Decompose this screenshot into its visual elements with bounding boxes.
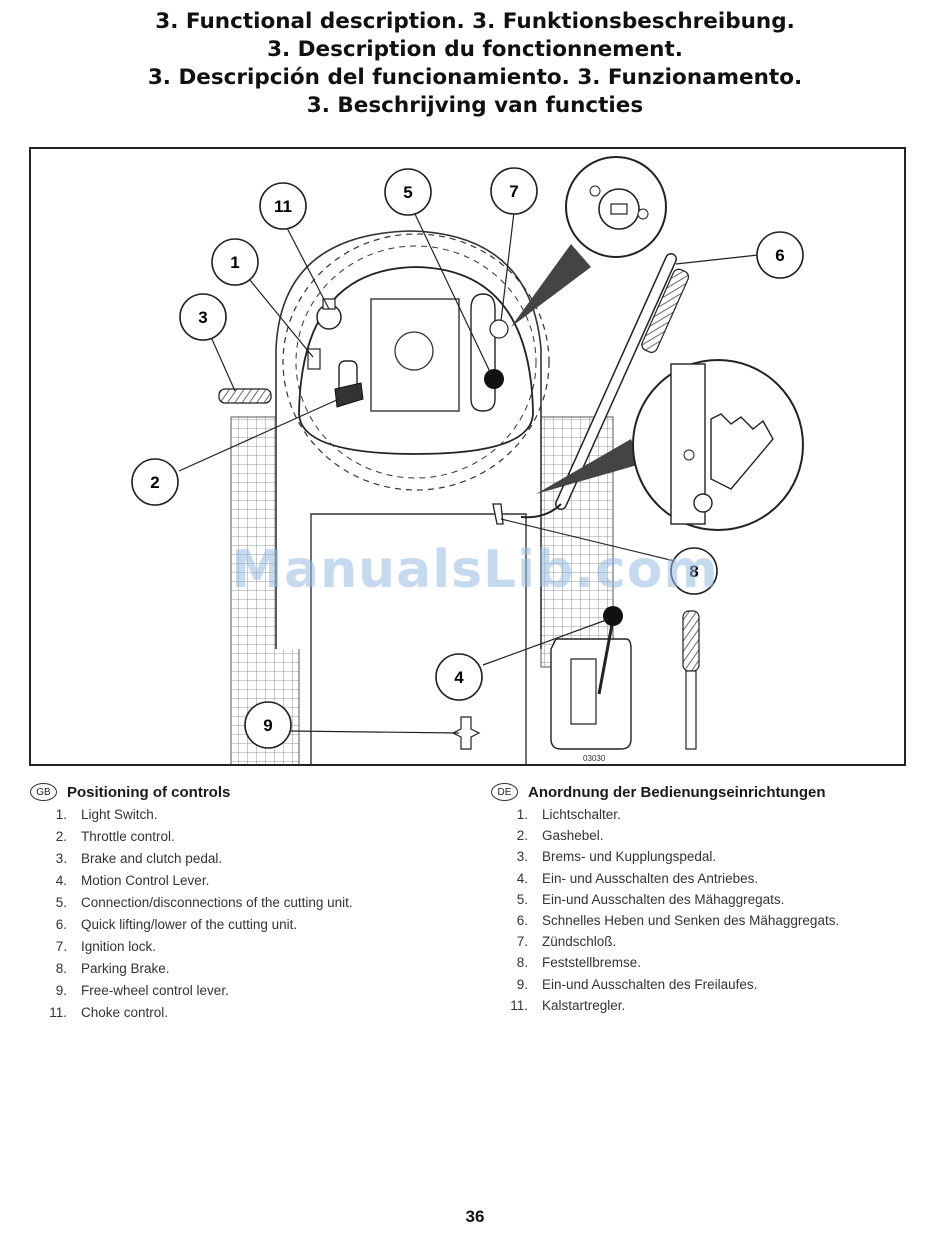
callout-2: 2 (131, 458, 179, 506)
list-item: 2.Gashebel. (516, 828, 604, 844)
section-de-title: Anordnung der Bedienungseinrichtungen (528, 783, 826, 801)
controls-diagram: 03030 11 5 7 1 3 (29, 147, 906, 766)
dashed-circle-inner (295, 245, 537, 479)
list-item: 11.Choke control. (49, 1005, 169, 1020)
choke-knob-stem (322, 298, 336, 310)
list-item: 7.Zündschloß. (516, 934, 617, 950)
list-item: 9.Ein-und Ausschalten des Freilaufes. (516, 976, 758, 992)
throttle-lever (334, 382, 364, 408)
dashed-circle-outer (282, 233, 550, 491)
gb-controls-list: 1.Light Switch. 2.Throttle control. 3.Br… (30, 804, 460, 1024)
figure-code: 03030 (583, 754, 606, 763)
svg-text:8: 8 (689, 562, 698, 581)
section-gb: GB Positioning of controls 1.Light Switc… (30, 782, 460, 1024)
section-de-header: DE Anordnung der Bedienungseinrichtungen (491, 782, 911, 802)
ignition-small (489, 319, 509, 339)
controls-diagram-svg: 03030 (178, 156, 804, 764)
motion-control-knob (603, 606, 623, 626)
list-item: 1.Lichtschalter. (516, 807, 621, 822)
title-line-2: 3. Description du fonctionnement. (267, 37, 683, 62)
list-item: 8.Feststellbremse. (516, 955, 642, 971)
callout-8: 8 (670, 547, 718, 595)
svg-text:9: 9 (263, 716, 272, 735)
list-item: 4.Ein- und Ausschalten des Antriebes. (516, 870, 759, 886)
list-item: 5.Ein-und Ausschalten des Mähaggregats. (516, 891, 785, 907)
callout-1: 1 (211, 238, 259, 286)
callout-7: 7 (490, 167, 538, 215)
svg-text:5: 5 (403, 183, 412, 202)
motion-control-lever (597, 618, 615, 695)
cutting-unit-knob (484, 369, 504, 389)
title-line-4: 3. Beschrijving van functies (306, 93, 644, 118)
svg-text:4: 4 (454, 668, 464, 687)
callout-6: 6 (756, 231, 804, 279)
zoom-lever-plate (670, 363, 706, 525)
list-item: 4.Motion Control Lever. (55, 873, 210, 888)
callout-layer: 11 5 7 1 3 6 2 (131, 167, 804, 749)
callout-11: 11 (259, 182, 307, 230)
svg-text:6: 6 (775, 246, 784, 265)
section-de: DE Anordnung der Bedienungseinrichtungen… (491, 782, 911, 1016)
list-item: 5.Connection/disconnections of the cutti… (55, 895, 353, 910)
page-number: 36 (465, 1207, 485, 1226)
svg-text:3: 3 (198, 308, 207, 327)
title-line-3: 3. Descripción del funcionamiento. 3. Fu… (147, 65, 803, 90)
quick-lift-lever-fill (556, 254, 676, 509)
zoom-bolt (683, 449, 695, 461)
callout-5: 5 (384, 168, 432, 216)
list-item: 7.Ignition lock. (55, 939, 157, 954)
list-item: 3.Brems- und Kupplungspedal. (516, 849, 717, 865)
quick-lift-zoom-pointer (536, 439, 641, 494)
motion-control-slot (570, 658, 597, 725)
callout-4: 4 (435, 653, 483, 701)
parking-brake (492, 503, 504, 525)
list-item: 11.Kalstartregler. (510, 997, 626, 1013)
list-item: 8.Parking Brake. (55, 961, 170, 976)
leader-lines (178, 211, 759, 734)
svg-text:7: 7 (509, 182, 518, 201)
language-badge-gb: GB (30, 783, 57, 801)
zoom-ratchet (710, 413, 774, 490)
list-item: 6.Quick lifting/lower of the cutting uni… (55, 917, 298, 932)
ignition-key-slot (610, 203, 628, 215)
ignition-indicator-left (589, 185, 601, 197)
callout-3: 3 (179, 293, 227, 341)
callout-9: 9 (244, 701, 292, 749)
section-gb-header: GB Positioning of controls (30, 782, 460, 802)
brake-pedal (218, 388, 272, 404)
ignition-zoom-pointer (511, 244, 591, 327)
page-titles: 3. Functional description. 3. Funktionsb… (0, 8, 950, 120)
svg-text:2: 2 (150, 473, 159, 492)
language-badge-de: DE (491, 783, 518, 801)
title-line-1: 3. Functional description. 3. Funktionsb… (155, 9, 795, 34)
de-controls-list: 1.Lichtschalter. 2.Gashebel. 3.Brems- un… (491, 804, 911, 1016)
quick-lift-grip (641, 268, 690, 353)
list-item: 9.Free-wheel control lever. (55, 983, 229, 998)
svg-text:11: 11 (274, 197, 292, 216)
section-gb-title: Positioning of controls (67, 783, 231, 801)
svg-text:1: 1 (230, 253, 239, 272)
quick-lift-base (520, 503, 562, 519)
ignition-indicator-right (637, 208, 649, 220)
free-wheel-pin (451, 716, 481, 750)
list-item: 2.Throttle control. (55, 829, 175, 844)
list-item: 1.Light Switch. (55, 807, 158, 822)
free-wheel-rod (685, 670, 697, 750)
seat-base (310, 513, 527, 764)
zoom-pivot (693, 493, 713, 513)
list-item: 6.Schnelles Heben und Senken des Mähaggr… (516, 912, 840, 928)
list-item: 3.Brake and clutch pedal. (55, 851, 223, 866)
panel-gauge (394, 331, 434, 371)
